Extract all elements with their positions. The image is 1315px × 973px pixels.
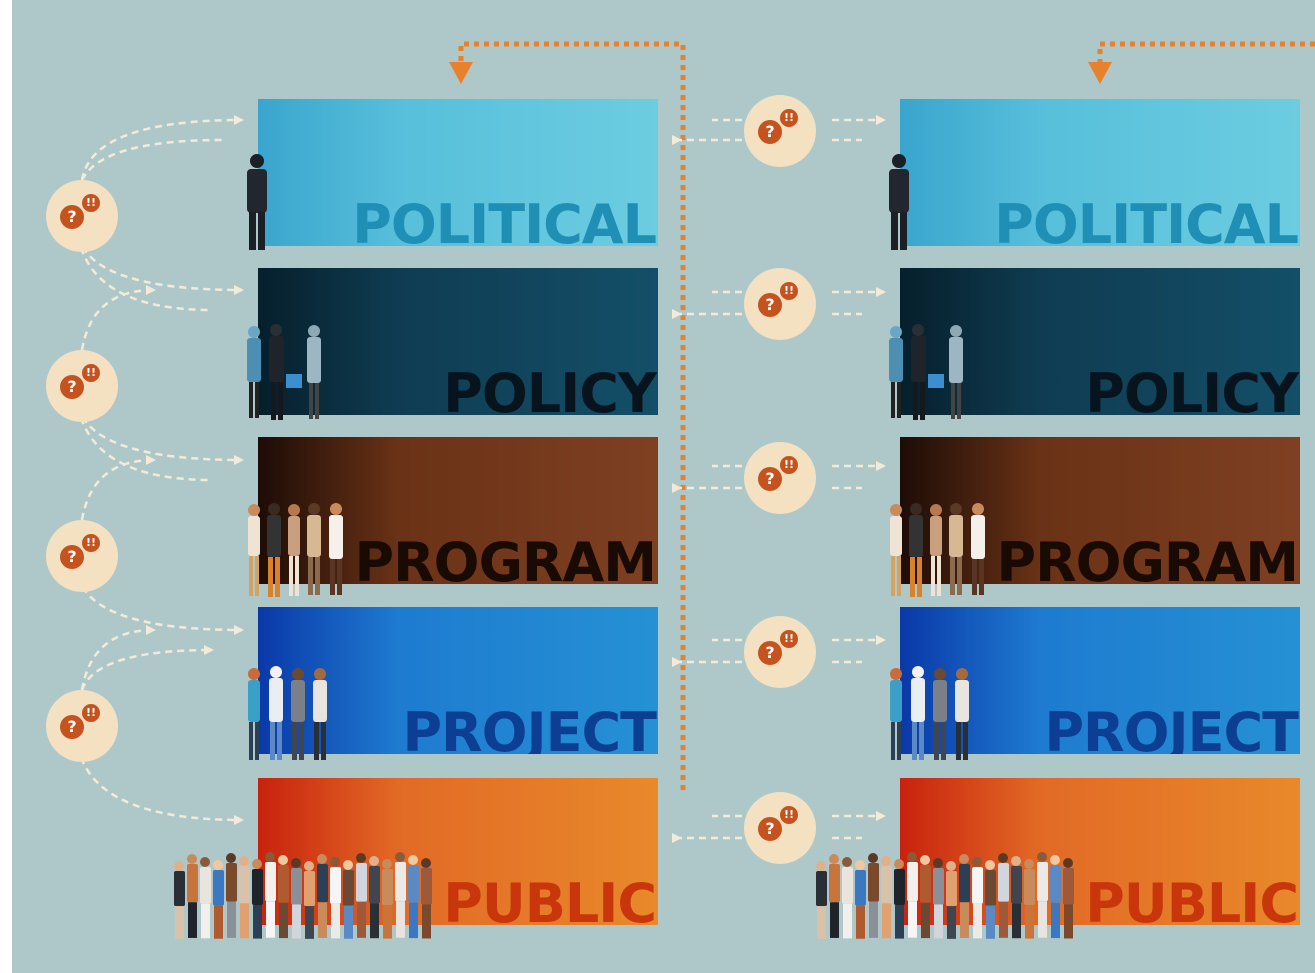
right-public-label: PUBLIC: [1085, 872, 1299, 926]
group-of-people-icon: [816, 852, 1074, 939]
person-figure-icon: [382, 859, 393, 939]
person-figure-icon: [842, 857, 853, 939]
person-figure-icon: [278, 855, 289, 939]
person-figure-icon: [1063, 858, 1074, 939]
right-program-label: PROGRAM: [996, 531, 1299, 585]
left-bubble-2: ? !!: [46, 350, 118, 422]
left-bubble-4: ? !!: [46, 690, 118, 762]
left-political-bar: POLITICAL: [258, 99, 658, 246]
person-figure-icon: [972, 857, 983, 939]
person-figure-icon: [1024, 859, 1035, 939]
left-program-label: PROGRAM: [354, 531, 657, 585]
left-bubble-3: ? !!: [46, 520, 118, 592]
exclamation-icon: !!: [82, 704, 100, 722]
exclamation-icon: !!: [82, 534, 100, 552]
person-figure-icon: [868, 853, 879, 938]
left-feedback-arrowhead: [449, 62, 473, 84]
left-bubble-1: ? !!: [46, 180, 118, 252]
person-figure-icon: [933, 858, 944, 939]
right-political-label: POLITICAL: [994, 193, 1299, 247]
person-figure-icon: [213, 860, 224, 939]
person-figure-icon: [265, 852, 276, 938]
group-of-people-icon: [890, 666, 969, 760]
group-of-people-icon: [174, 852, 432, 939]
right-political-bar: POLITICAL: [900, 99, 1300, 246]
question-mark-icon: ?: [60, 545, 84, 569]
exclamation-icon: !!: [780, 806, 798, 824]
question-mark-icon: ?: [758, 817, 782, 841]
group-of-people-icon: [248, 666, 327, 760]
arrows-layer: [76, 41, 1315, 843]
person-figure-icon: [985, 860, 996, 939]
person-figure-icon: [239, 856, 250, 939]
person-figure-icon: [998, 853, 1009, 938]
question-mark-icon: ?: [758, 641, 782, 665]
right-policy-label: POLICY: [1085, 362, 1299, 416]
right-feedback-loop: [1097, 41, 1315, 62]
person-figure-icon: [959, 854, 970, 938]
person-figure-icon: [907, 852, 918, 938]
mid-bubble-5: ? !!: [744, 792, 816, 864]
left-feedback-loop: [458, 41, 686, 790]
person-figure-icon: [395, 852, 406, 938]
person-figure-icon: [330, 857, 341, 939]
left-project-label: PROJECT: [402, 701, 657, 755]
exclamation-icon: !!: [780, 282, 798, 300]
person-figure-icon: [1050, 855, 1061, 939]
person-figure-icon: [174, 861, 185, 939]
person-figure-icon: [200, 857, 211, 939]
exclamation-icon: !!: [82, 194, 100, 212]
person-figure-icon: [829, 854, 840, 938]
person-figure-icon: [291, 858, 302, 939]
right-policy-bar: POLICY: [900, 268, 1300, 415]
person-figure-icon: [317, 854, 328, 938]
question-mark-icon: ?: [758, 120, 782, 144]
person-figure-icon: [855, 860, 866, 939]
person-figure-icon: [1011, 856, 1022, 939]
person-figure-icon: [252, 859, 263, 939]
person-figure-icon: [946, 861, 957, 939]
right-program-bar: PROGRAM: [900, 437, 1300, 584]
question-mark-icon: ?: [60, 375, 84, 399]
group-of-people-icon: [247, 324, 321, 420]
left-policy-bar: POLICY: [258, 268, 658, 415]
exclamation-icon: !!: [780, 109, 798, 127]
question-mark-icon: ?: [758, 293, 782, 317]
mid-bubble-4: ? !!: [744, 616, 816, 688]
mid-bubble-2: ? !!: [744, 268, 816, 340]
left-policy-label: POLICY: [443, 362, 657, 416]
group-of-people-icon: [889, 324, 963, 420]
group-of-people-icon: [248, 503, 343, 597]
question-mark-icon: ?: [758, 467, 782, 491]
person-figure-icon: [889, 154, 909, 250]
person-figure-icon: [816, 861, 827, 939]
person-figure-icon: [304, 861, 315, 939]
mid-bubble-1: ? !!: [744, 95, 816, 167]
exclamation-icon: !!: [82, 364, 100, 382]
person-figure-icon: [247, 154, 267, 250]
person-figure-icon: [894, 859, 905, 939]
right-project-label: PROJECT: [1044, 701, 1299, 755]
person-figure-icon: [356, 853, 367, 938]
mid-bubble-3: ? !!: [744, 442, 816, 514]
exclamation-icon: !!: [780, 456, 798, 474]
person-figure-icon: [226, 853, 237, 938]
person-figure-icon: [1037, 852, 1048, 938]
person-figure-icon: [920, 855, 931, 939]
left-political-label: POLITICAL: [352, 193, 657, 247]
person-figure-icon: [187, 854, 198, 938]
group-of-people-icon: [890, 503, 985, 597]
person-figure-icon: [408, 855, 419, 939]
left-program-bar: PROGRAM: [258, 437, 658, 584]
diagram-canvas: POLITICAL POLICY PROGRAM PROJECT PUBLIC …: [12, 0, 1315, 973]
question-mark-icon: ?: [60, 205, 84, 229]
right-feedback-arrowhead: [1088, 62, 1112, 84]
left-public-label: PUBLIC: [443, 872, 657, 926]
question-mark-icon: ?: [60, 715, 84, 739]
person-figure-icon: [421, 858, 432, 939]
person-figure-icon: [343, 860, 354, 939]
person-figure-icon: [881, 856, 892, 939]
exclamation-icon: !!: [780, 630, 798, 648]
person-figure-icon: [369, 856, 380, 939]
